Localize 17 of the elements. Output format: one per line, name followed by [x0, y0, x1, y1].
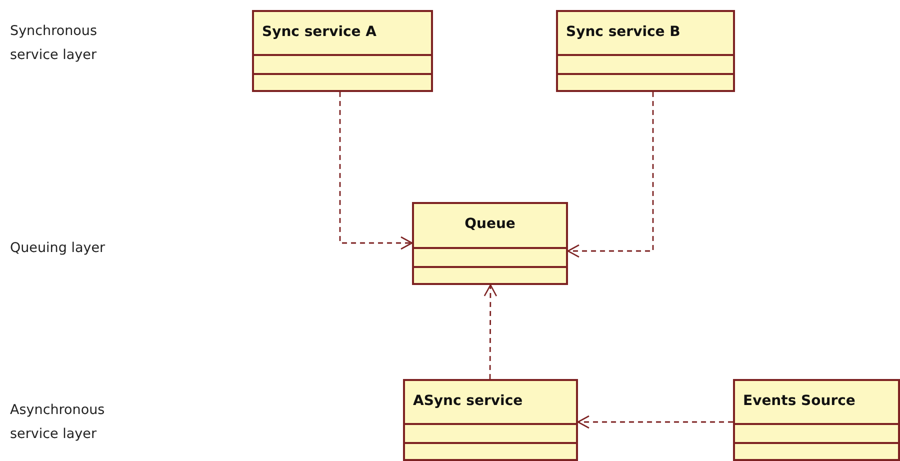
layer-label: Synchronous service layer — [10, 22, 98, 65]
class-box — [556, 10, 735, 92]
layer-label: Queuing layer — [10, 239, 106, 258]
dependency-arrow — [577, 415, 733, 429]
class-name: Events Source — [743, 393, 856, 409]
dependency-arrow — [567, 92, 654, 258]
class-box — [252, 10, 433, 92]
class-name: Queue — [464, 216, 516, 232]
class-box — [733, 379, 900, 461]
dependency-arrow — [484, 284, 498, 379]
class-box — [412, 202, 568, 285]
class-box — [403, 379, 578, 461]
layer-label: Asynchronous service layer — [10, 401, 106, 444]
class-name: ASync service — [413, 393, 523, 409]
class-name: Sync service A — [262, 24, 377, 40]
dependency-arrow — [339, 92, 413, 250]
class-name: Sync service B — [566, 24, 680, 40]
